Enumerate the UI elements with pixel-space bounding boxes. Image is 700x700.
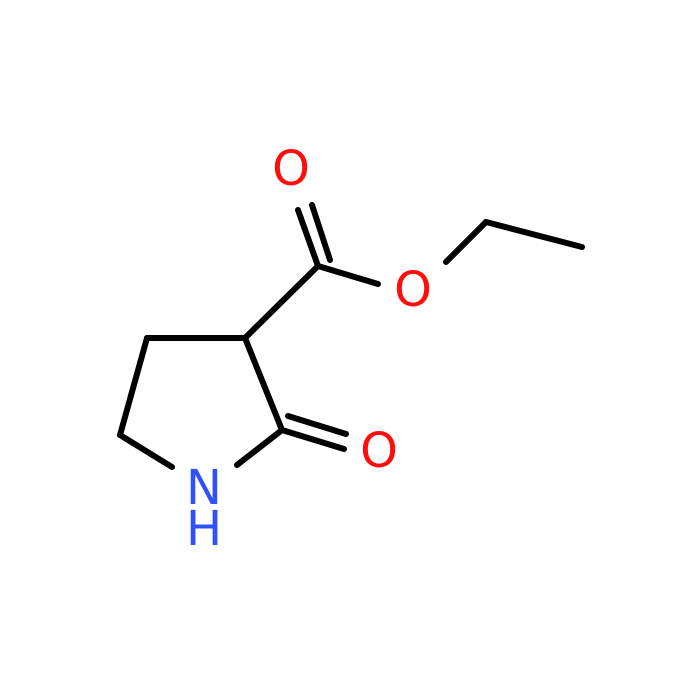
bond-n1-c2 bbox=[234, 427, 285, 468]
bond-ch2-ch3 bbox=[483, 219, 585, 250]
bond-c2-c3 bbox=[242, 335, 285, 433]
lactam-oxygen-label: O bbox=[360, 423, 398, 479]
bond-carboxyl-c-o-double-a bbox=[295, 207, 321, 269]
bond-c4-c5 bbox=[117, 335, 150, 438]
bond-c3-carboxyl-c bbox=[242, 263, 321, 341]
bond-carboxyl-c-o-ester bbox=[315, 263, 381, 287]
carbonyl-oxygen-label: O bbox=[272, 141, 310, 197]
nitrogen-label: N bbox=[186, 460, 222, 516]
bond-o-ester-ch2 bbox=[443, 219, 489, 265]
bond-c5-n1 bbox=[117, 432, 175, 470]
bond-carboxyl-c-o-double-b bbox=[309, 202, 333, 263]
ester-oxygen-label: O bbox=[394, 262, 432, 318]
bond-c2-o-lactam-b bbox=[285, 413, 349, 437]
bond-c2-o-lactam-a bbox=[279, 427, 347, 452]
nitrogen-hydrogen-label: H bbox=[186, 501, 222, 557]
